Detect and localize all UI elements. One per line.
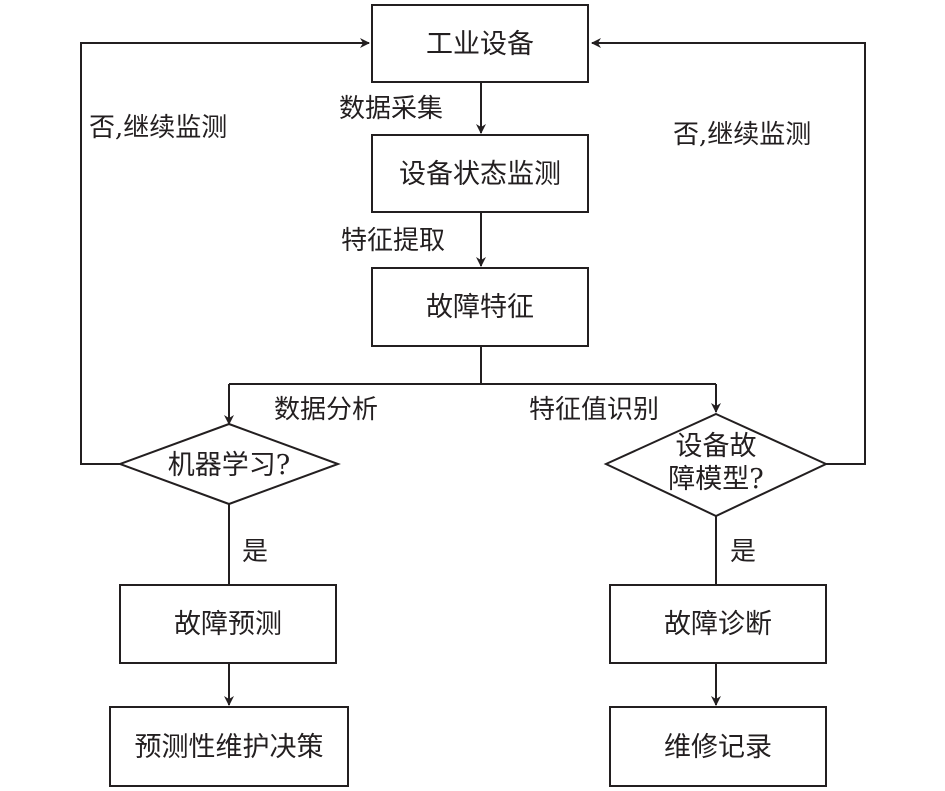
edge-label-data-analysis: 数据分析 bbox=[274, 395, 378, 425]
edge-no-right-loop bbox=[591, 38, 866, 465]
node-condition-monitoring bbox=[371, 134, 589, 213]
node-fault-features-label: 故障特征 bbox=[426, 292, 534, 323]
node-industrial-equipment bbox=[371, 4, 589, 83]
node-predictive-maintenance-label: 预测性维护决策 bbox=[135, 732, 324, 763]
edge-label-yes-left: 是 bbox=[242, 537, 268, 567]
node-fault-model-decision bbox=[603, 412, 829, 518]
node-fault-prediction-label: 故障预测 bbox=[174, 609, 282, 640]
node-predictive-maintenance bbox=[109, 706, 349, 787]
edge-label-yes-right: 是 bbox=[730, 537, 756, 567]
node-fault-diagnosis bbox=[609, 584, 827, 664]
node-fault-diagnosis-label: 故障诊断 bbox=[664, 609, 772, 640]
node-fault-model-label-line1: 设备故 bbox=[676, 431, 757, 462]
edge-no-left-loop bbox=[80, 38, 370, 465]
node-industrial-equipment-label: 工业设备 bbox=[426, 29, 534, 60]
edge-label-no-right: 否,继续监测 bbox=[673, 120, 811, 150]
node-machine-learning-decision bbox=[117, 422, 341, 506]
edge-label-feature-extraction: 特征提取 bbox=[341, 226, 445, 256]
edge-label-no-left: 否,继续监测 bbox=[89, 113, 227, 143]
edge-label-data-collection: 数据采集 bbox=[339, 94, 443, 124]
node-fault-model-label-line2: 障模型? bbox=[668, 464, 763, 495]
edge-label-eigenvalue-identification: 特征值识别 bbox=[529, 395, 659, 425]
node-fault-features bbox=[371, 267, 589, 347]
node-fault-prediction bbox=[119, 584, 337, 664]
node-maintenance-record bbox=[609, 706, 827, 787]
node-maintenance-record-label: 维修记录 bbox=[664, 732, 772, 763]
node-condition-monitoring-label: 设备状态监测 bbox=[399, 159, 561, 190]
node-machine-learning-label: 机器学习? bbox=[168, 450, 290, 481]
